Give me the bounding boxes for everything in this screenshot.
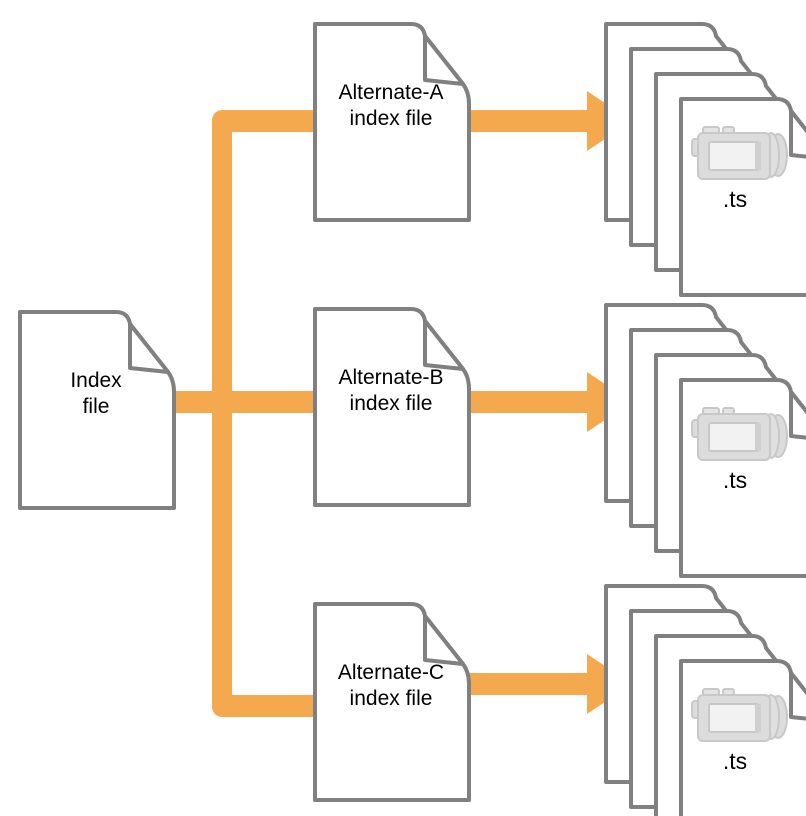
connector-alternate-a-to-ts <box>455 91 632 151</box>
node-alternate-a[interactable] <box>313 22 471 222</box>
document-icon <box>313 602 471 802</box>
node-ts-stack-a[interactable] <box>604 22 806 297</box>
node-alternate-c[interactable] <box>313 602 471 802</box>
node-ts-stack-c[interactable] <box>604 584 806 816</box>
document-icon <box>679 97 806 297</box>
node-ts-stack-b[interactable] <box>604 303 806 578</box>
node-index-file[interactable] <box>18 310 176 510</box>
node-alternate-b[interactable] <box>313 307 471 507</box>
document-icon <box>679 378 806 578</box>
connector-alternate-c-to-ts <box>455 654 632 714</box>
connector-alternate-b-to-ts <box>455 372 632 432</box>
document-icon <box>313 307 471 507</box>
camcorder-icon <box>691 688 788 742</box>
document-icon <box>313 22 471 222</box>
camcorder-icon <box>691 126 788 180</box>
camcorder-icon <box>691 407 788 461</box>
connector-trunk <box>212 110 232 695</box>
document-icon <box>18 310 176 510</box>
